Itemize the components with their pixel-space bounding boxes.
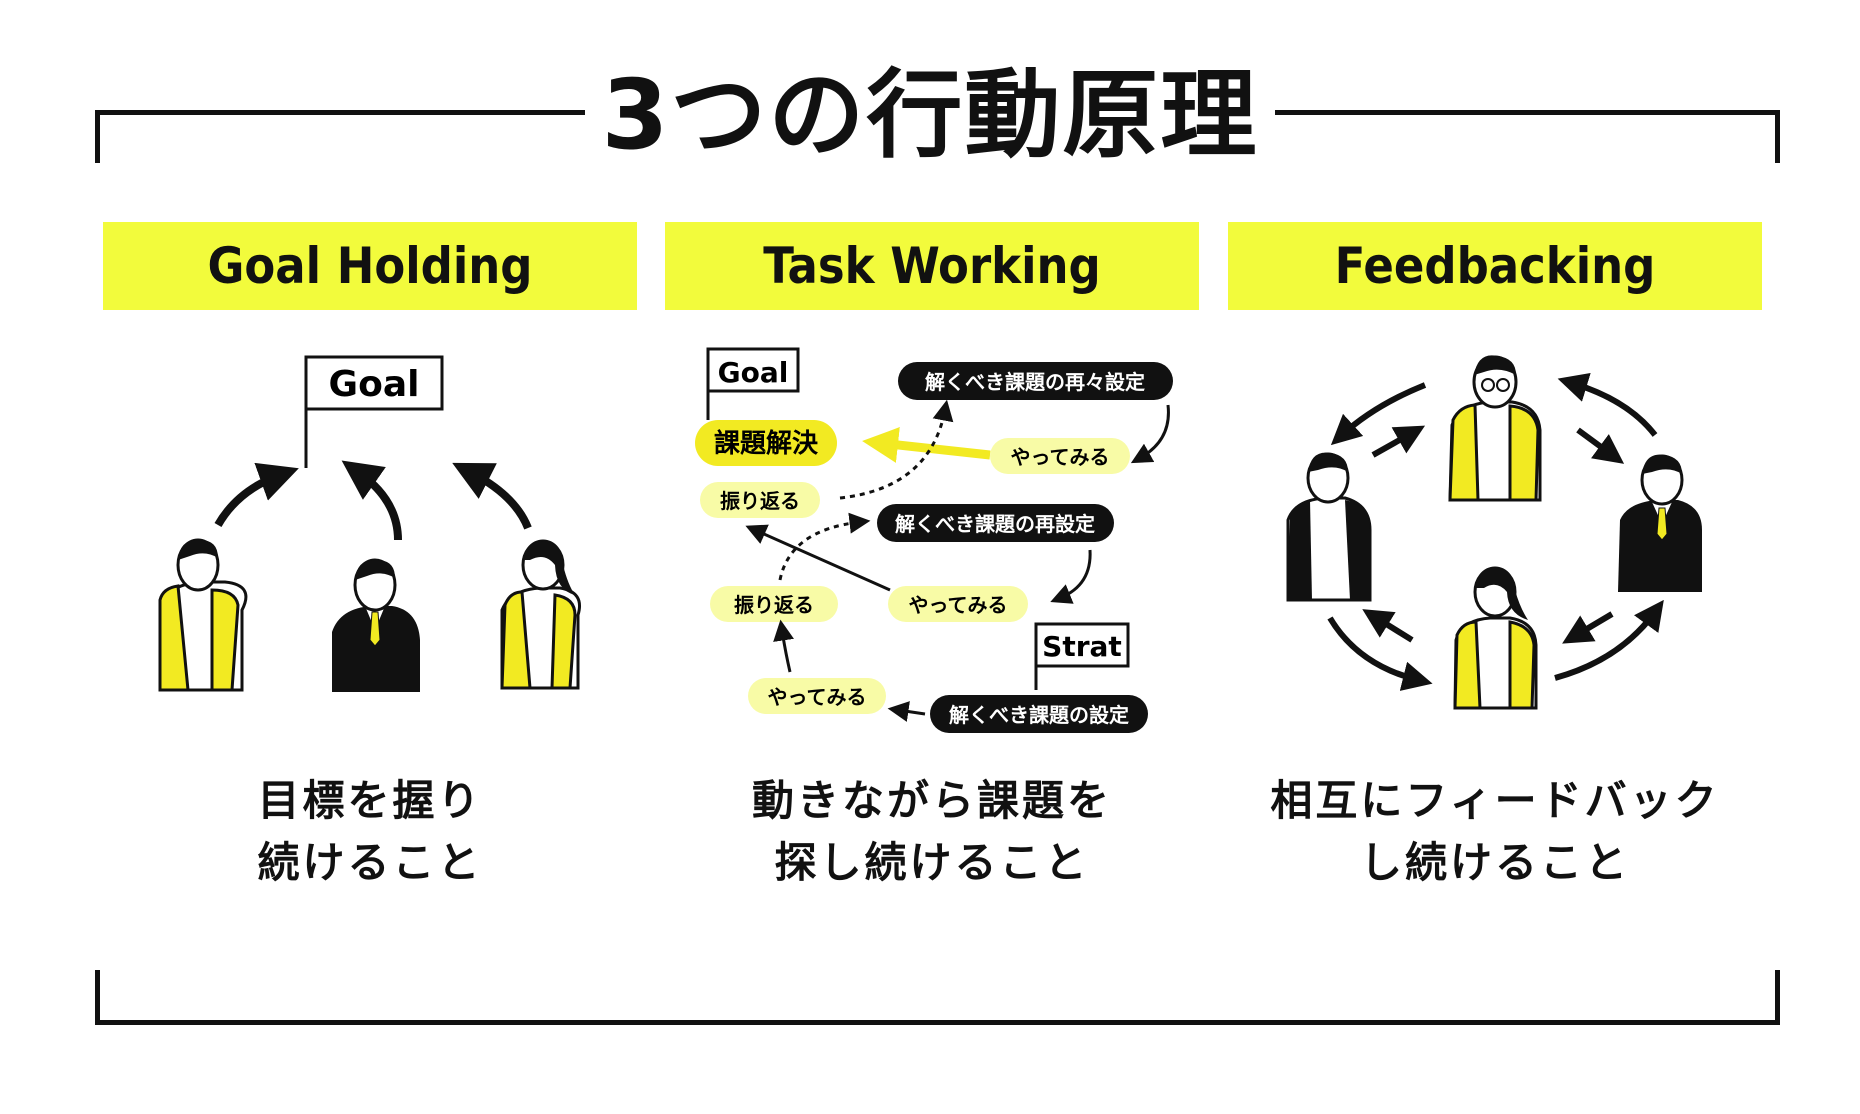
person-left-jacket bbox=[1286, 452, 1372, 602]
tw-try3-label: やってみる bbox=[1011, 445, 1110, 469]
tw-reflect2-pill bbox=[700, 482, 820, 518]
tw-reflect2-label: 振り返る bbox=[720, 489, 800, 513]
heading-goal-holding: Goal Holding bbox=[103, 222, 637, 310]
tw-reset1-label: 解くべき課題の再設定 bbox=[895, 512, 1095, 536]
heading-feedbacking: Feedbacking bbox=[1228, 222, 1762, 310]
feedbacking-illustration bbox=[1286, 355, 1702, 710]
caption-line: 探し続けること bbox=[774, 838, 1090, 887]
person-yellow-towel-right bbox=[500, 539, 581, 690]
tw-try3-pill bbox=[990, 438, 1130, 474]
arrow-up-right bbox=[452, 462, 532, 530]
caption-line: 続けること bbox=[257, 838, 483, 887]
person-yellow-towel-left bbox=[158, 538, 248, 692]
task-working-flow: Goal 課題解決 解くべき課題の再々設定 やってみる 振り返る 解くべき課題の… bbox=[695, 347, 1173, 733]
goal-flag bbox=[304, 355, 444, 411]
person-bottom-female bbox=[1453, 566, 1538, 710]
arrow-up-left bbox=[214, 462, 299, 528]
tw-solve-pill bbox=[695, 420, 837, 466]
caption-feedbacking: 相互にフィードバック し続けること bbox=[1228, 770, 1762, 894]
tw-reset1-pill bbox=[877, 504, 1114, 542]
tw-goal-flag bbox=[706, 347, 800, 393]
caption-line: 動きながら課題を bbox=[751, 776, 1112, 825]
tw-reflect1-pill bbox=[710, 586, 838, 622]
tw-start-flag bbox=[1034, 622, 1130, 668]
tw-set-pill bbox=[930, 695, 1148, 733]
tw-try2-pill bbox=[888, 586, 1028, 622]
tw-yellow-arrow bbox=[862, 427, 991, 463]
tw-set-label: 解くべき課題の設定 bbox=[949, 703, 1129, 727]
heading-task-working: Task Working bbox=[665, 222, 1199, 310]
caption-line: 目標を握り bbox=[257, 776, 483, 825]
tw-try2-label: やってみる bbox=[909, 593, 1008, 617]
tw-solve-label: 課題解決 bbox=[714, 428, 819, 459]
tw-reset2-pill bbox=[898, 362, 1173, 400]
caption-task-working: 動きながら課題を 探し続けること bbox=[665, 770, 1199, 894]
tw-reset2-label: 解くべき課題の再々設定 bbox=[925, 370, 1145, 394]
arrow-up-center bbox=[341, 460, 402, 541]
tw-reflect1-label: 振り返る bbox=[734, 593, 814, 617]
goal-holding-illustration: Goal bbox=[158, 355, 581, 692]
tw-try1-label: やってみる bbox=[768, 685, 867, 709]
person-top-glasses bbox=[1448, 355, 1542, 502]
frame-bottom-bracket bbox=[95, 970, 1780, 1025]
tw-try1-pill bbox=[748, 678, 886, 714]
caption-line: 相互にフィードバック bbox=[1270, 776, 1720, 825]
main-title: 3つの行動原理 bbox=[585, 55, 1275, 175]
caption-goal-holding: 目標を握り 続けること bbox=[103, 770, 637, 894]
person-suit-center bbox=[332, 558, 420, 692]
person-right-suit bbox=[1618, 454, 1702, 592]
tw-start-flag-label: Strat bbox=[1042, 630, 1122, 663]
goal-flag-label: Goal bbox=[329, 364, 420, 405]
caption-line: し続けること bbox=[1359, 838, 1630, 887]
tw-goal-flag-label: Goal bbox=[718, 356, 789, 389]
